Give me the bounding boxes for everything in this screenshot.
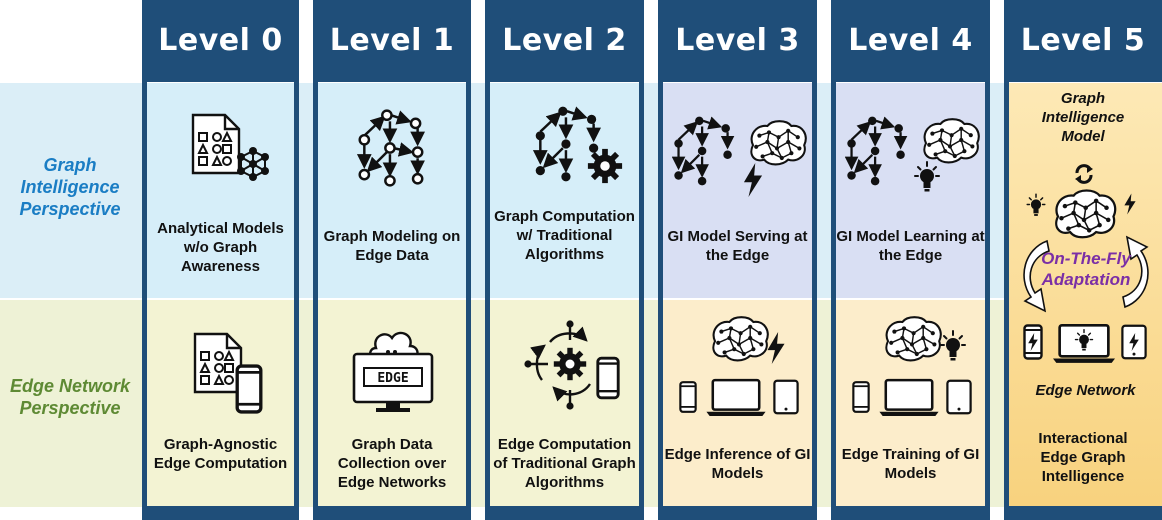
level-1-header: Level 1 [313, 0, 471, 82]
level-4-title: Level 4 [848, 23, 973, 58]
level-1-edge-cell: EDGE Graph Data Collection over Edge Net… [318, 300, 466, 506]
band-divider [0, 298, 1162, 300]
level-3-title: Level 3 [675, 23, 800, 58]
level-0-header: Level 0 [142, 0, 299, 82]
document-phone-icon [193, 332, 263, 414]
level-5-footer [1004, 506, 1162, 520]
level-0-frame [142, 82, 299, 506]
level-5-cell: Graph Intelligence Model On-The-Fly Adap… [1009, 83, 1162, 506]
level-3-graph-cell: GI Model Serving at the Edge [663, 83, 812, 298]
graph-brain-bolt-icon [671, 107, 807, 197]
level-2-edge-cell: Edge Computation of Traditional Graph Al… [490, 300, 639, 506]
level-4-frame [831, 82, 990, 506]
refresh-icon [1075, 164, 1093, 184]
level-1-frame [313, 82, 471, 506]
level-0-graph-cell: Analytical Models w/o Graph Awareness [147, 83, 294, 298]
gi-model-label: Graph Intelligence Model [1041, 90, 1125, 145]
adaptation-label: On-The-Fly Adaptation [1041, 249, 1131, 289]
level-1-bottom-label: Graph Data Collection over Edge Networks [337, 436, 447, 491]
gear-cycle-phone-icon [524, 320, 620, 410]
level-3-bottom-label: Edge Inference of GI Models [664, 446, 811, 482]
level-5-bottom-label: Interactional Edge Graph Intelligence [1038, 430, 1128, 485]
level-3-footer [658, 506, 817, 520]
level-3-column: Level 3 GI Model Serving at the Edge Edg… [658, 0, 817, 520]
level-0-title: Level 0 [158, 23, 283, 58]
level-5-title: Level 5 [1020, 23, 1146, 58]
level-5-header: Level 5 [1004, 0, 1162, 82]
brain-bolt-devices-icon [679, 316, 799, 416]
graph-brain-bulb-icon [844, 107, 980, 193]
level-0-column: Level 0 Analytical Models w/o Graph Awar… [142, 0, 299, 520]
level-5-column: Level 5 Graph Intelligence Model On-The-… [1004, 0, 1162, 520]
brain-bulb-devices-icon [852, 316, 972, 416]
level-2-top-label: Graph Computation w/ Traditional Algorit… [494, 208, 635, 263]
level-1-column: Level 1 Graph Modeling on Edge Data EDGE… [313, 0, 471, 520]
level-4-bottom-label: Edge Training of GI Models [841, 446, 980, 482]
level-2-graph-cell: Graph Computation w/ Traditional Algorit… [490, 83, 639, 298]
graph-flow-icon [356, 107, 428, 189]
document-graph-icon [191, 113, 269, 181]
level-1-title: Level 1 [329, 23, 455, 58]
level-0-bottom-label: Graph-Agnostic Edge Computation [153, 436, 288, 472]
edge-network-label: Edge Network [1035, 382, 1136, 399]
level-1-footer [313, 506, 471, 520]
level-2-bottom-label: Edge Computation of Traditional Graph Al… [493, 436, 636, 491]
graph-perspective-label: Graph Intelligence Perspective [19, 155, 121, 219]
level-1-graph-cell: Graph Modeling on Edge Data [318, 83, 466, 298]
edge-chip-text: EDGE [377, 371, 408, 386]
level-4-edge-cell: Edge Training of GI Models [836, 300, 985, 506]
level-3-header: Level 3 [658, 0, 817, 82]
level-2-frame [485, 82, 644, 506]
level-2-title: Level 2 [502, 23, 627, 58]
level-4-graph-cell: GI Model Learning at the Edge [836, 83, 985, 298]
level-1-top-label: Graph Modeling on Edge Data [323, 228, 461, 264]
level-3-top-label: GI Model Serving at the Edge [667, 228, 808, 264]
level-2-column: Level 2 Graph Computation w/ Traditional… [485, 0, 644, 520]
level-4-top-label: GI Model Learning at the Edge [836, 228, 985, 264]
level-4-footer [831, 506, 990, 520]
level-3-edge-cell: Edge Inference of GI Models [663, 300, 812, 506]
edge-perspective-label: Edge Network Perspective [9, 376, 131, 418]
edge-devices-icon [1023, 323, 1147, 363]
level-0-edge-cell: Graph-Agnostic Edge Computation [147, 300, 294, 506]
level-5-frame [1004, 82, 1162, 506]
graph-gear-icon [532, 103, 623, 184]
level-2-footer [485, 506, 644, 520]
level-2-header: Level 2 [485, 0, 644, 82]
level-4-header: Level 4 [831, 0, 990, 82]
adaptation-cycle-arrows [1023, 235, 1149, 313]
level-0-top-label: Analytical Models w/o Graph Awareness [157, 220, 284, 275]
level-0-footer [142, 506, 299, 520]
level-4-column: Level 4 GI Model Learning at the Edge Ed… [831, 0, 990, 520]
edge-monitor-icon: EDGE [352, 331, 434, 412]
level-3-frame [658, 82, 817, 506]
